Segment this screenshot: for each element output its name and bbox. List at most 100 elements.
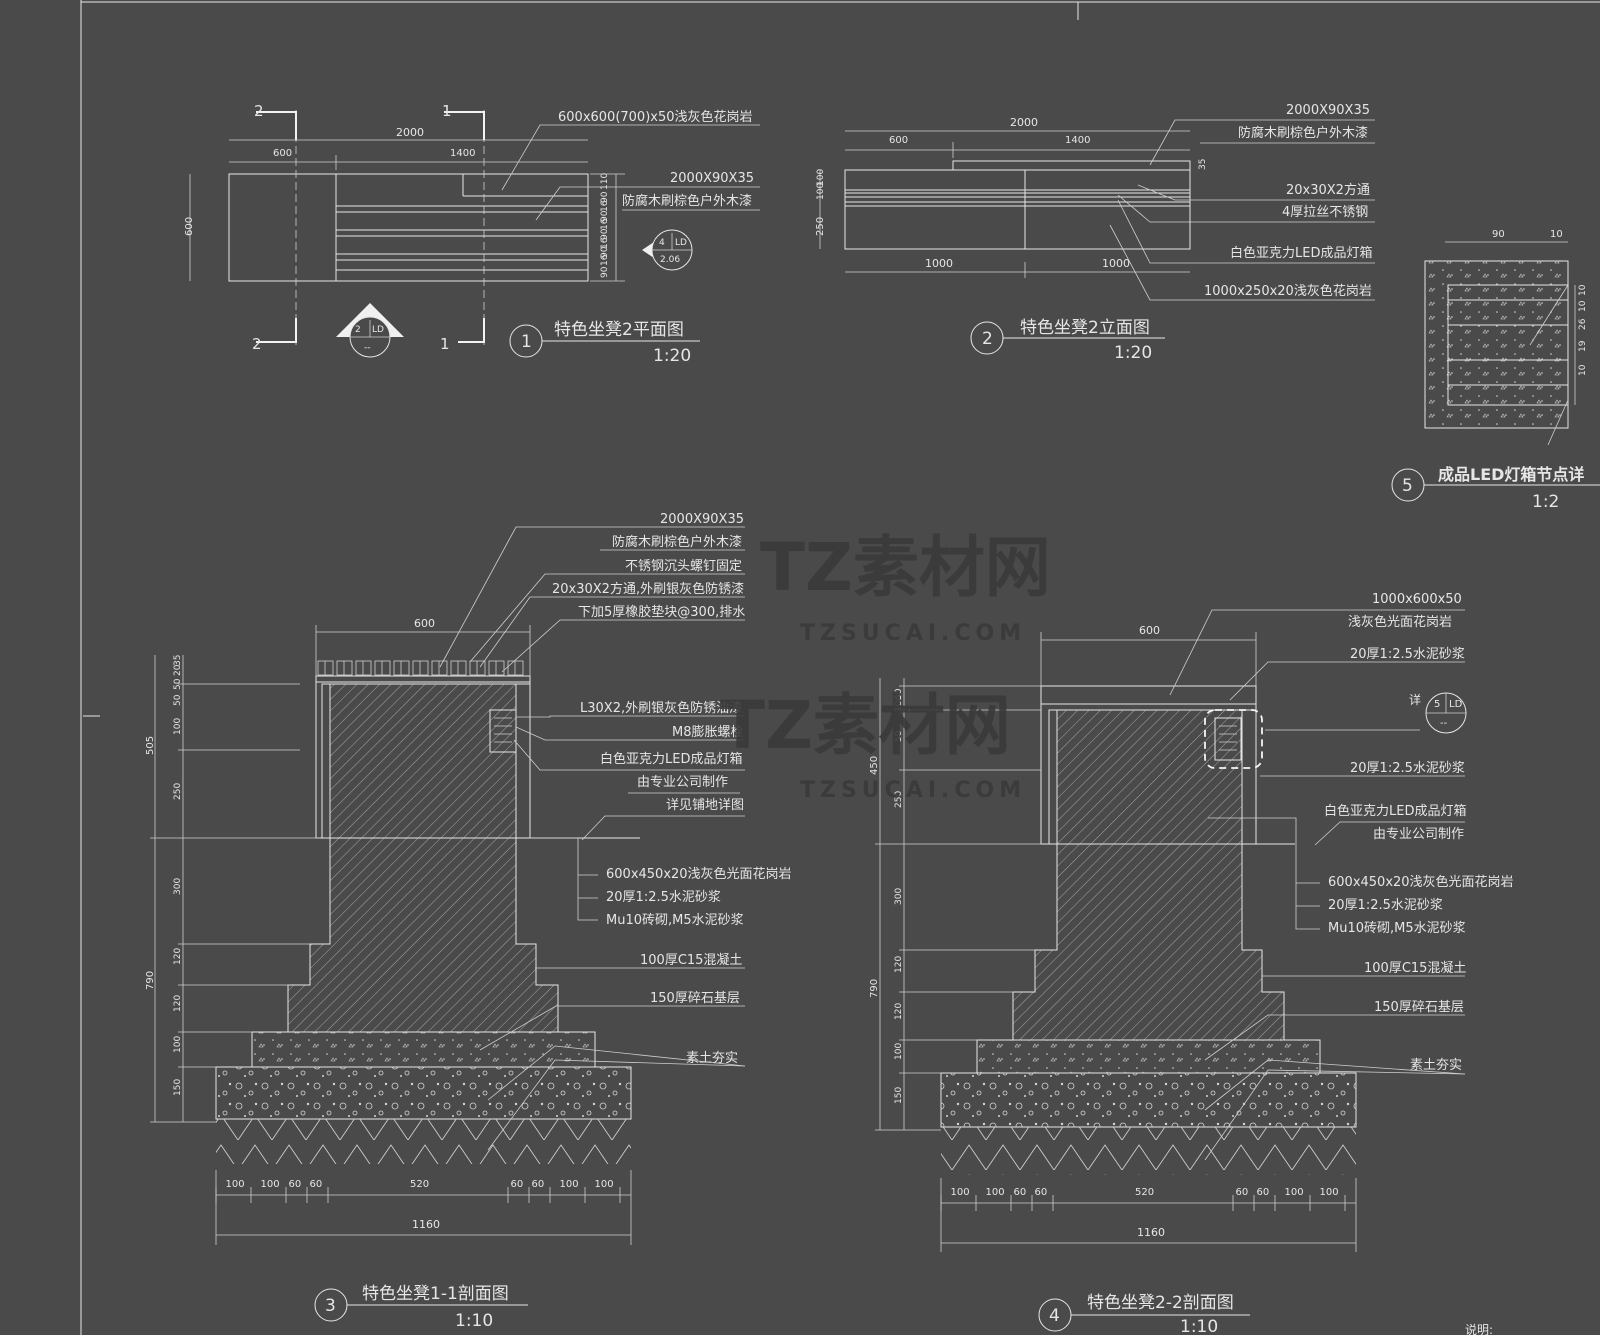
d4-label: 20厚1:2.5水泥砂浆 <box>1350 761 1465 776</box>
d2-label-0: 2000X90X35 <box>1286 103 1370 118</box>
d3-vdim: 250 <box>173 783 183 800</box>
d4-title: 特色坐凳2-2剖面图 <box>1087 1293 1234 1313</box>
d3-wood-slat <box>412 660 429 676</box>
d3-label: L30X2,外刷银灰色防锈油漆 <box>580 700 742 716</box>
d3-total-790: 790 <box>145 971 156 990</box>
d4-label: 浅灰色光面花岗岩 <box>1348 614 1452 630</box>
d1-section-mark-2-top: 2 <box>254 102 264 120</box>
d1-number: 1 <box>521 332 532 352</box>
d4-vdim: 120 <box>894 956 904 973</box>
watermark-sub-1: TZSUCAI.COM <box>800 621 1026 646</box>
d2-dim-h2: 100 <box>816 183 826 200</box>
d4-total-450: 450 <box>869 756 880 775</box>
d2-dim-h3: 250 <box>815 217 826 236</box>
d2-dim-right: 1400 <box>1065 135 1090 146</box>
d3-label: 防腐木刷棕色户外木漆 <box>612 534 742 550</box>
d1-slat-dim: 90 <box>600 266 610 278</box>
d4-label: 白色亚克力LED成品灯箱 <box>1324 803 1466 819</box>
watermark-text-1: TZ素材网 <box>760 529 1051 606</box>
d5-dim-1: 10 <box>1550 229 1563 240</box>
drawing-5-led-detail <box>1391 241 1600 502</box>
d2-title: 特色坐凳2立面图 <box>1020 318 1150 338</box>
d4-hdim: 100 <box>1320 1187 1339 1198</box>
d4-detail-prefix: 详 <box>1409 692 1421 707</box>
d1-callout-b-ref: LD <box>675 238 687 248</box>
d3-wood-slat <box>488 660 505 676</box>
d3-number: 3 <box>325 1296 336 1316</box>
d1-label-granite: 600x600(700)x50浅灰色花岗岩 <box>558 109 753 125</box>
d3-hdim: 60 <box>310 1179 323 1190</box>
d1-scale: 1:20 <box>653 346 691 366</box>
d3-wood-slat <box>355 660 372 676</box>
d3-wood-slat <box>317 660 334 676</box>
d1-slat-dim: 90 <box>600 210 610 222</box>
d3-label: 不锈钢沉头螺钉固定 <box>625 559 742 574</box>
d4-vdim: 50 <box>894 730 904 742</box>
d2-dim-total: 2000 <box>1010 116 1038 129</box>
d3-hdim: 60 <box>532 1179 545 1190</box>
d4-hdim: 60 <box>1014 1187 1027 1198</box>
d4-vdim: 250 <box>894 791 904 808</box>
d5-dim-5: 19 <box>1578 340 1588 352</box>
d3-wood-slat <box>469 660 486 676</box>
d3-hdim: 520 <box>410 1179 429 1190</box>
d4-number: 4 <box>1049 1306 1060 1326</box>
d2-dim-b2: 1000 <box>1102 257 1130 270</box>
d3-label: 白色亚克力LED成品灯箱 <box>600 751 742 767</box>
d4-vdim: 100 <box>894 695 904 712</box>
watermark: TZ素材网 TZSUCAI.COM TZ素材网 TZSUCAI.COM <box>720 529 1051 803</box>
d5-dim-0: 90 <box>1492 229 1505 240</box>
d4-vdim: 50 <box>894 688 904 700</box>
d3-vdim: 50 <box>173 678 183 690</box>
d3-label: 2000X90X35 <box>660 512 744 527</box>
d3-label: 由专业公司制作 <box>637 775 728 790</box>
d5-title: 成品LED灯箱节点详 <box>1438 465 1584 484</box>
d3-hdim: 100 <box>595 1179 614 1190</box>
d1-dim-left: 600 <box>273 148 292 159</box>
d3-vdim: 100 <box>173 718 183 735</box>
d3-label: 素土夯实 <box>686 1051 738 1066</box>
d4-total-790: 790 <box>869 979 880 998</box>
d4-top-dim: 600 <box>1139 624 1160 637</box>
d1-slat-dim: 16 <box>600 237 610 249</box>
d2-scale: 1:20 <box>1114 343 1152 363</box>
d3-vdim: 150 <box>173 1079 183 1096</box>
d4-total: 1160 <box>1137 1226 1165 1239</box>
d2-label-2: 20x30X2方通 <box>1286 182 1370 198</box>
d1-callout-a-ref: LD <box>372 325 384 335</box>
d1-dim-height: 600 <box>184 217 195 236</box>
d2-label-4: 白色亚克力LED成品灯箱 <box>1230 245 1372 261</box>
d1-slat-dim: 16 <box>600 200 610 212</box>
d5-dim-3: 10 <box>1578 300 1588 312</box>
d4-label: 600x450x20浅灰色光面花岗岩 <box>1328 874 1514 890</box>
d1-slat-dim: 90 <box>600 228 610 240</box>
drawing-2-elevation <box>819 119 1375 355</box>
d1-section-mark-1-bottom: 1 <box>440 335 450 353</box>
d3-wood-slat <box>450 660 467 676</box>
d3-wood-slat <box>336 660 353 676</box>
callout-b <box>642 229 693 271</box>
d3-title: 特色坐凳1-1剖面图 <box>362 1284 509 1304</box>
d4-hdim: 60 <box>1257 1187 1270 1198</box>
d3-label: 20厚1:2.5水泥砂浆 <box>606 890 721 905</box>
d3-label: 20x30X2方通,外刷银灰色防锈漆 <box>552 581 744 597</box>
d3-hdim: 60 <box>289 1179 302 1190</box>
d2-label-3: 4厚拉丝不锈钢 <box>1282 205 1368 220</box>
d4-vdim: 150 <box>894 1087 904 1104</box>
d3-vdim: 100 <box>173 1036 183 1053</box>
d3-wood-slat <box>374 660 391 676</box>
d5-scale: 1:2 <box>1532 492 1559 512</box>
drawing-1-plan <box>189 110 760 358</box>
d4-hdim: 520 <box>1135 1187 1154 1198</box>
d5-dim-6: 10 <box>1578 364 1588 376</box>
d3-vdim: 120 <box>173 948 183 965</box>
d3-label: 150厚碎石基层 <box>650 991 740 1006</box>
d2-dim-b1: 1000 <box>925 257 953 270</box>
d5-number: 5 <box>1402 476 1413 496</box>
d1-callout-a-sub: -- <box>364 343 371 353</box>
d2-label-1: 防腐木刷棕色户外木漆 <box>1238 125 1368 141</box>
d4-label: 由专业公司制作 <box>1373 827 1464 842</box>
d3-total-505: 505 <box>145 736 156 755</box>
d4-detail-ref: LD <box>1449 699 1463 710</box>
